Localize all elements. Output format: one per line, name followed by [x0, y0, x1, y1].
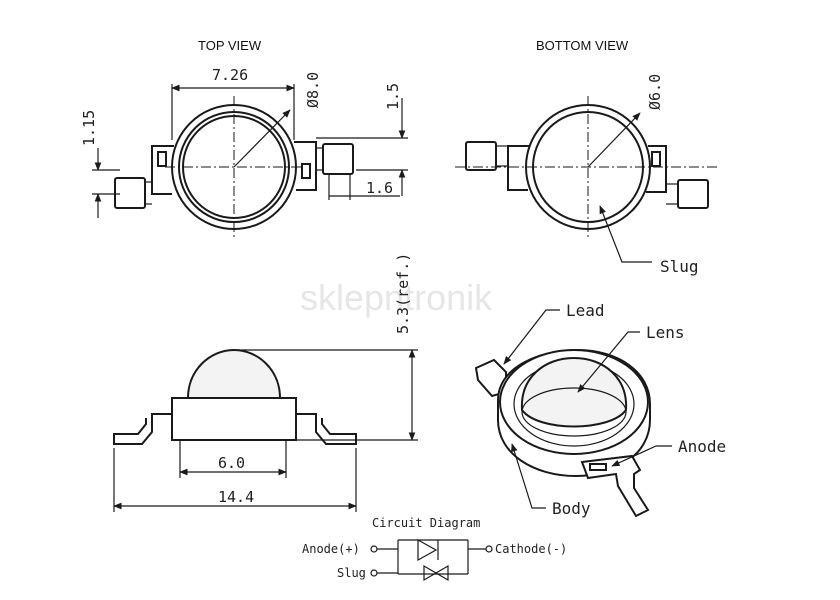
- dim-width-726: 7.26: [212, 66, 248, 84]
- dim-w-144: 14.4: [218, 488, 254, 506]
- circuit-anode-label: Anode(+): [302, 542, 360, 556]
- label-body: Body: [552, 499, 591, 518]
- circuit-title: Circuit Diagram: [372, 516, 480, 530]
- dim-w-16: 1.6: [366, 179, 393, 197]
- dim-height-53: 5.3(ref.): [394, 253, 412, 334]
- watermark: sklepntronik: [300, 277, 493, 318]
- circuit-slug-label: Slug: [337, 566, 366, 580]
- bottom-view: BOTTOM VIEW Ø6.0 Slug: [455, 38, 720, 276]
- dim-dia-8: Ø8.0: [304, 72, 322, 108]
- side-view: 6.0 14.4 5.3(ref.): [113, 253, 418, 512]
- label-anode: Anode: [678, 437, 726, 456]
- label-lead: Lead: [566, 301, 605, 320]
- dim-h-15: 1.5: [384, 83, 402, 110]
- dim-dia-6: Ø6.0: [646, 74, 664, 110]
- iso-view: Lead Lens Anode Body: [474, 301, 726, 518]
- circuit-cathode-label: Cathode(-): [495, 542, 567, 556]
- bottom-view-title: BOTTOM VIEW: [536, 38, 629, 53]
- label-lens: Lens: [646, 323, 685, 342]
- top-view-title: TOP VIEW: [198, 38, 262, 53]
- label-slug: Slug: [660, 257, 699, 276]
- dim-w-60: 6.0: [218, 454, 245, 472]
- dim-h-115: 1.15: [80, 110, 98, 146]
- top-view: TOP VIEW 7.26 Ø8.0 1.15: [80, 38, 408, 238]
- circuit-diagram: Circuit Diagram Anode(+) Cathode(-) Slug: [302, 516, 567, 582]
